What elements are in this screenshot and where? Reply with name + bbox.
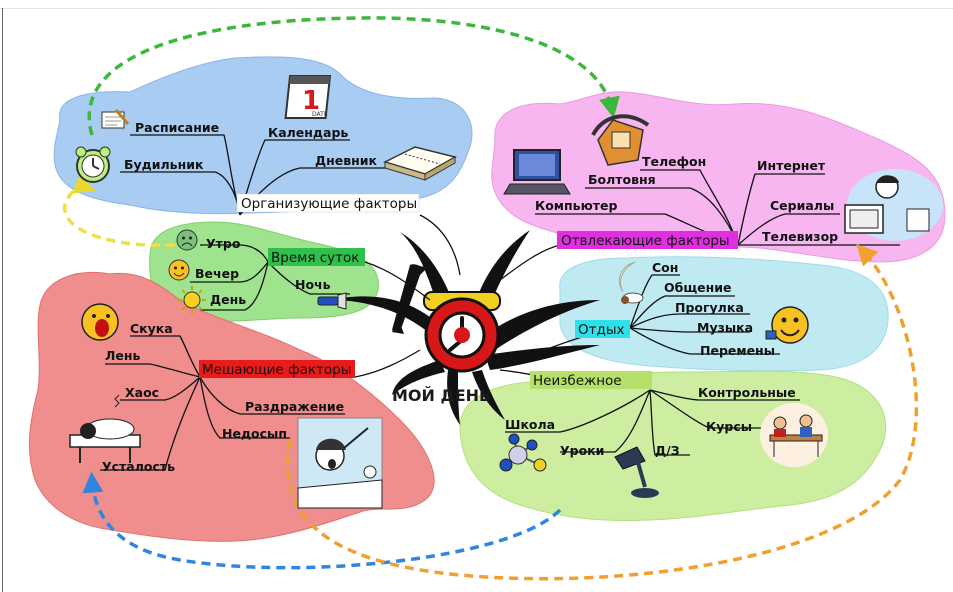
item-series: Сериалы	[770, 198, 834, 213]
category-organizing-label: Организующие факторы	[241, 196, 417, 212]
items-hindering: Скука Лень Хаос Раздражение Недосып Уста…	[102, 321, 344, 474]
center-alarm-figure	[330, 230, 600, 425]
item-socializing: Общение	[664, 280, 732, 295]
item-computer: Компьютер	[535, 198, 617, 213]
calendar-caption: DATE	[312, 111, 328, 118]
phone-icon	[591, 114, 650, 166]
item-morning: Утро	[206, 236, 241, 251]
items-daytime: Утро Вечер День Ночь	[195, 236, 331, 307]
item-fatigue: Усталость	[102, 459, 175, 474]
yellow-dashed-arrow	[63, 173, 176, 248]
item-internet: Интернет	[757, 158, 826, 173]
window-left-edge	[2, 8, 3, 592]
category-daytime: Время суток	[268, 248, 365, 266]
items-organizing: Расписание Календарь Будильник Дневник	[124, 120, 378, 172]
item-walk: Прогулка	[675, 300, 744, 315]
item-chatter: Болтовня	[588, 172, 656, 187]
item-courses: Курсы	[706, 419, 752, 434]
tired-person-icon	[69, 394, 141, 463]
moon-sleep-icon	[619, 261, 644, 304]
window-top-edge	[0, 0, 953, 9]
item-diary: Дневник	[315, 153, 378, 168]
item-tests: Контрольные	[698, 385, 796, 400]
item-breaks: Перемены	[700, 343, 775, 358]
sun-icon	[178, 286, 206, 314]
yawning-face-icon	[81, 303, 119, 341]
category-organizing: Организующие факторы	[236, 193, 420, 213]
item-laziness: Лень	[105, 348, 140, 363]
item-night: Ночь	[295, 277, 331, 292]
classroom-icon	[760, 403, 828, 467]
item-calendar: Календарь	[268, 125, 348, 140]
category-rest: Отдых	[575, 320, 630, 338]
green-dashed-arrow	[87, 16, 620, 136]
item-day: День	[210, 292, 246, 307]
item-alarm-clock: Будильник	[124, 157, 204, 172]
notepad-icon	[101, 109, 130, 129]
organizing-blob	[53, 56, 473, 215]
item-boredom: Скука	[130, 321, 173, 336]
waking-person-icon	[297, 417, 383, 509]
category-hindering: Мешающие факторы	[199, 360, 355, 378]
item-irritation: Раздражение	[245, 399, 344, 414]
diary-icon	[382, 146, 458, 181]
items-inevitable: Контрольные Школа Курсы Уроки Д/З	[505, 385, 796, 458]
calendar-day: 1	[302, 86, 320, 116]
item-chaos: Хаос	[125, 385, 159, 400]
category-inevitable: Неизбежное	[530, 371, 652, 389]
flashlight-icon	[317, 292, 347, 310]
item-evening: Вечер	[195, 266, 239, 281]
category-rest-label: Отдых	[578, 322, 624, 338]
item-phone: Телефон	[642, 154, 706, 169]
category-daytime-label: Время суток	[271, 250, 359, 266]
blue-dashed-arrow	[82, 471, 562, 570]
music-smiley-icon	[765, 306, 809, 344]
center-title: МОЙ ДЕНЬ	[392, 386, 491, 405]
category-hindering-label: Мешающие факторы	[202, 362, 351, 378]
tv-watcher-icon	[844, 169, 943, 241]
calendar-icon: 1 DATE	[284, 75, 332, 119]
computer-icon	[503, 149, 571, 195]
smiley-face-icon	[168, 259, 190, 281]
item-homework: Д/З	[655, 443, 680, 458]
item-sleep: Сон	[652, 260, 678, 275]
item-lessons: Уроки	[560, 443, 604, 458]
alarm-clock-icon	[75, 146, 111, 183]
items-rest: Сон Общение Прогулка Музыка Перемены	[652, 260, 775, 358]
item-sleep-deprivation: Недосып	[222, 426, 287, 441]
items-distracting: Телефон Интернет Болтовня Компьютер Сери…	[535, 154, 838, 244]
item-tv: Телевизор	[762, 229, 838, 244]
sad-face-icon	[176, 229, 198, 251]
item-schedule: Расписание	[135, 120, 219, 135]
desk-lamp-icon	[614, 446, 659, 498]
category-distracting: Отвлекающие факторы	[557, 231, 738, 249]
item-school: Школа	[505, 417, 555, 432]
item-music: Музыка	[697, 320, 753, 335]
molecule-icon	[499, 433, 547, 472]
category-inevitable-label: Неизбежное	[533, 373, 622, 389]
category-distracting-label: Отвлекающие факторы	[561, 233, 730, 249]
